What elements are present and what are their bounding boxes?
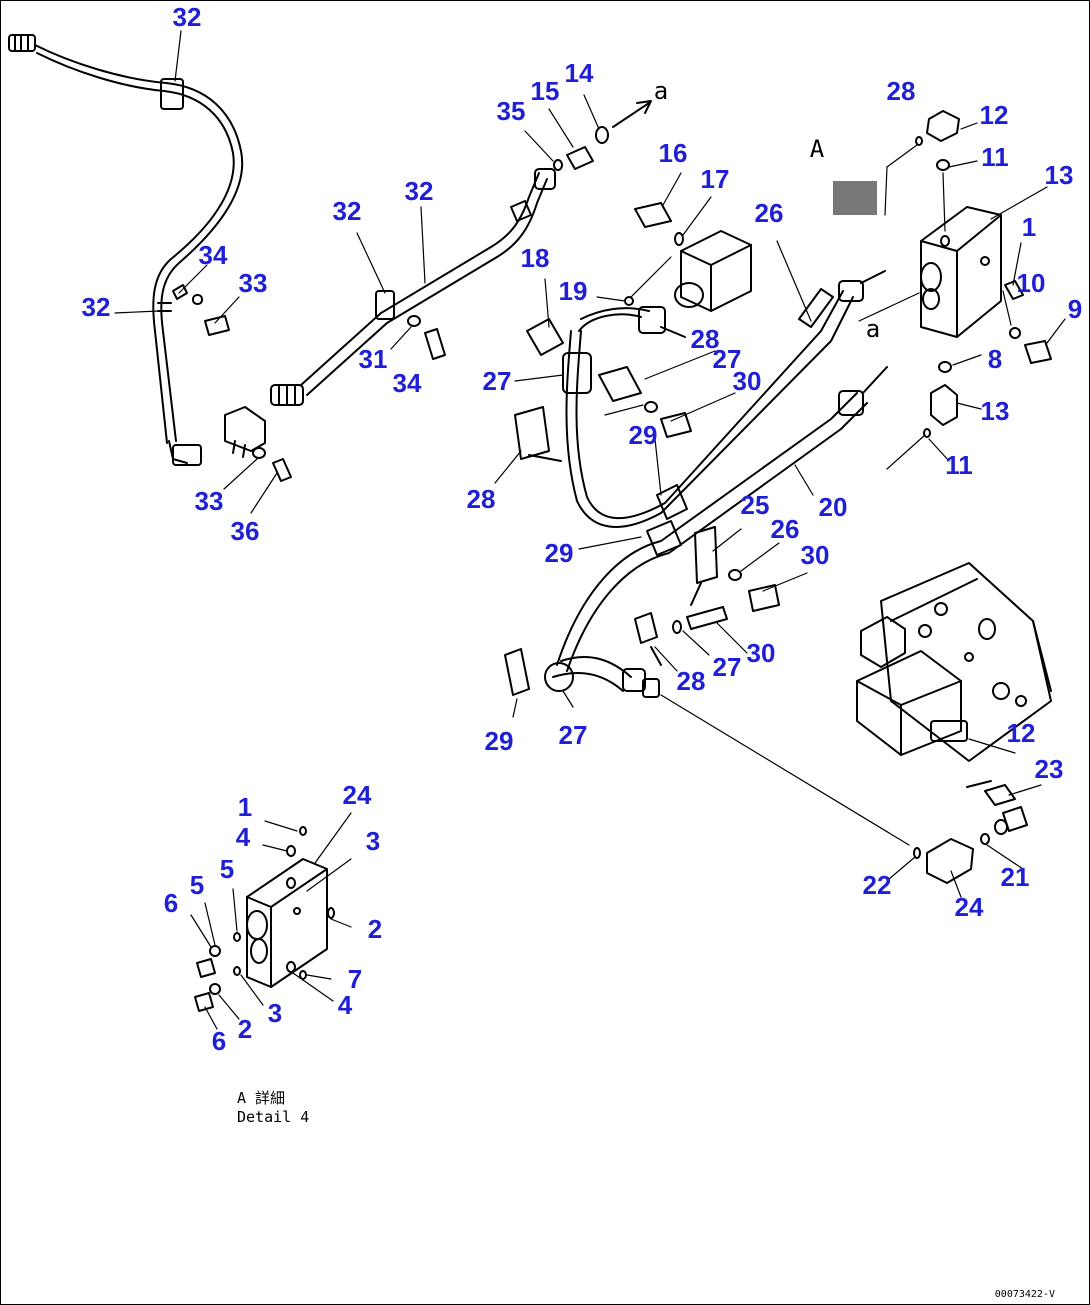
part-number-label: 33: [238, 268, 268, 298]
part-number-label: 34: [198, 240, 228, 270]
part-number-label: 8: [987, 344, 1003, 374]
part-number-label: 5: [189, 870, 205, 900]
part-number-label: 30: [746, 638, 776, 668]
part-number-label: 28: [886, 76, 916, 106]
part-number-label: 2: [237, 1014, 253, 1044]
part-number-label: 10: [1016, 268, 1046, 298]
part-number-label: 2: [367, 914, 383, 944]
drawing-number: 00073422-V: [994, 1289, 1055, 1300]
part-number-label: 6: [211, 1026, 227, 1056]
part-number-label: 13: [1044, 160, 1074, 190]
part-number-label: 3: [365, 826, 381, 856]
part-number-label: 5: [219, 854, 235, 884]
part-number-label: 21: [1000, 862, 1030, 892]
detail-caption-english: Detail 4: [237, 1108, 310, 1126]
part-number-label: 1: [237, 792, 253, 822]
part-number-label: 27: [482, 366, 512, 396]
part-number-label: 27: [712, 344, 742, 374]
part-number-label: 33: [194, 486, 224, 516]
part-number-label: 32: [332, 196, 362, 226]
part-number-label: 32: [404, 176, 434, 206]
part-number-label: 11: [945, 450, 973, 480]
part-number-label: 22: [862, 870, 892, 900]
detail-caption: A 詳細 Detail 4: [237, 1089, 309, 1127]
part-number-label: 32: [172, 2, 202, 32]
connection-mark-a: a: [653, 77, 669, 105]
part-number-label: 15: [530, 76, 560, 106]
part-number-label: 23: [1034, 754, 1064, 784]
part-number-label: 7: [347, 964, 363, 994]
part-number-label: 17: [700, 164, 730, 194]
part-number-label: 24: [954, 892, 984, 922]
part-number-label: 12: [1006, 718, 1036, 748]
part-number-label: 4: [235, 822, 251, 852]
part-number-label: 24: [342, 780, 372, 810]
part-number-label: 20: [818, 492, 848, 522]
part-number-label: 28: [466, 484, 496, 514]
part-number-label: 29: [484, 726, 514, 756]
part-number-label: 25: [740, 490, 770, 520]
left-hose-assembly: [8, 30, 292, 514]
part-number-label: 29: [628, 420, 658, 450]
part-number-label: 27: [558, 720, 588, 750]
part-number-label: 31: [358, 344, 388, 374]
right-valve-block: [833, 110, 1066, 470]
part-number-label: 29: [544, 538, 574, 568]
connection-mark-a: a: [865, 315, 881, 343]
part-number-label: 28: [690, 324, 720, 354]
hose-31-assembly: [270, 94, 652, 406]
part-number-label: 13: [980, 396, 1010, 426]
part-number-label: 6: [163, 888, 179, 918]
part-number-label: 36: [230, 516, 260, 546]
part-number-label: 30: [732, 366, 762, 396]
part-number-label: 16: [658, 138, 688, 168]
part-number-label: 27: [712, 652, 742, 682]
part-number-label: 14: [564, 58, 594, 88]
part-number-label: 32: [81, 292, 111, 322]
center-hose-assembly: [494, 240, 910, 846]
detail-caption-japanese: A 詳細: [237, 1089, 286, 1107]
solenoid-group: [596, 172, 752, 312]
part-number-label: 28: [676, 666, 706, 696]
part-number-label: 11: [981, 142, 1009, 172]
part-number-label: 26: [770, 514, 800, 544]
part-number-label: 3: [267, 998, 283, 1028]
part-number-label: 34: [392, 368, 422, 398]
part-number-label: 26: [754, 198, 784, 228]
part-number-label: 19: [558, 276, 588, 306]
main-control-valve: [856, 562, 1052, 898]
part-number-label: 1: [1021, 212, 1037, 242]
part-number-label: 4: [337, 990, 353, 1020]
part-number-label: 35: [496, 96, 526, 126]
detail-a-block: [190, 812, 352, 1030]
part-number-label: 18: [520, 243, 550, 273]
part-number-label: 30: [800, 540, 830, 570]
view-mark-A: A: [809, 135, 825, 163]
part-number-label: 12: [979, 100, 1009, 130]
part-number-label: 9: [1067, 294, 1083, 324]
